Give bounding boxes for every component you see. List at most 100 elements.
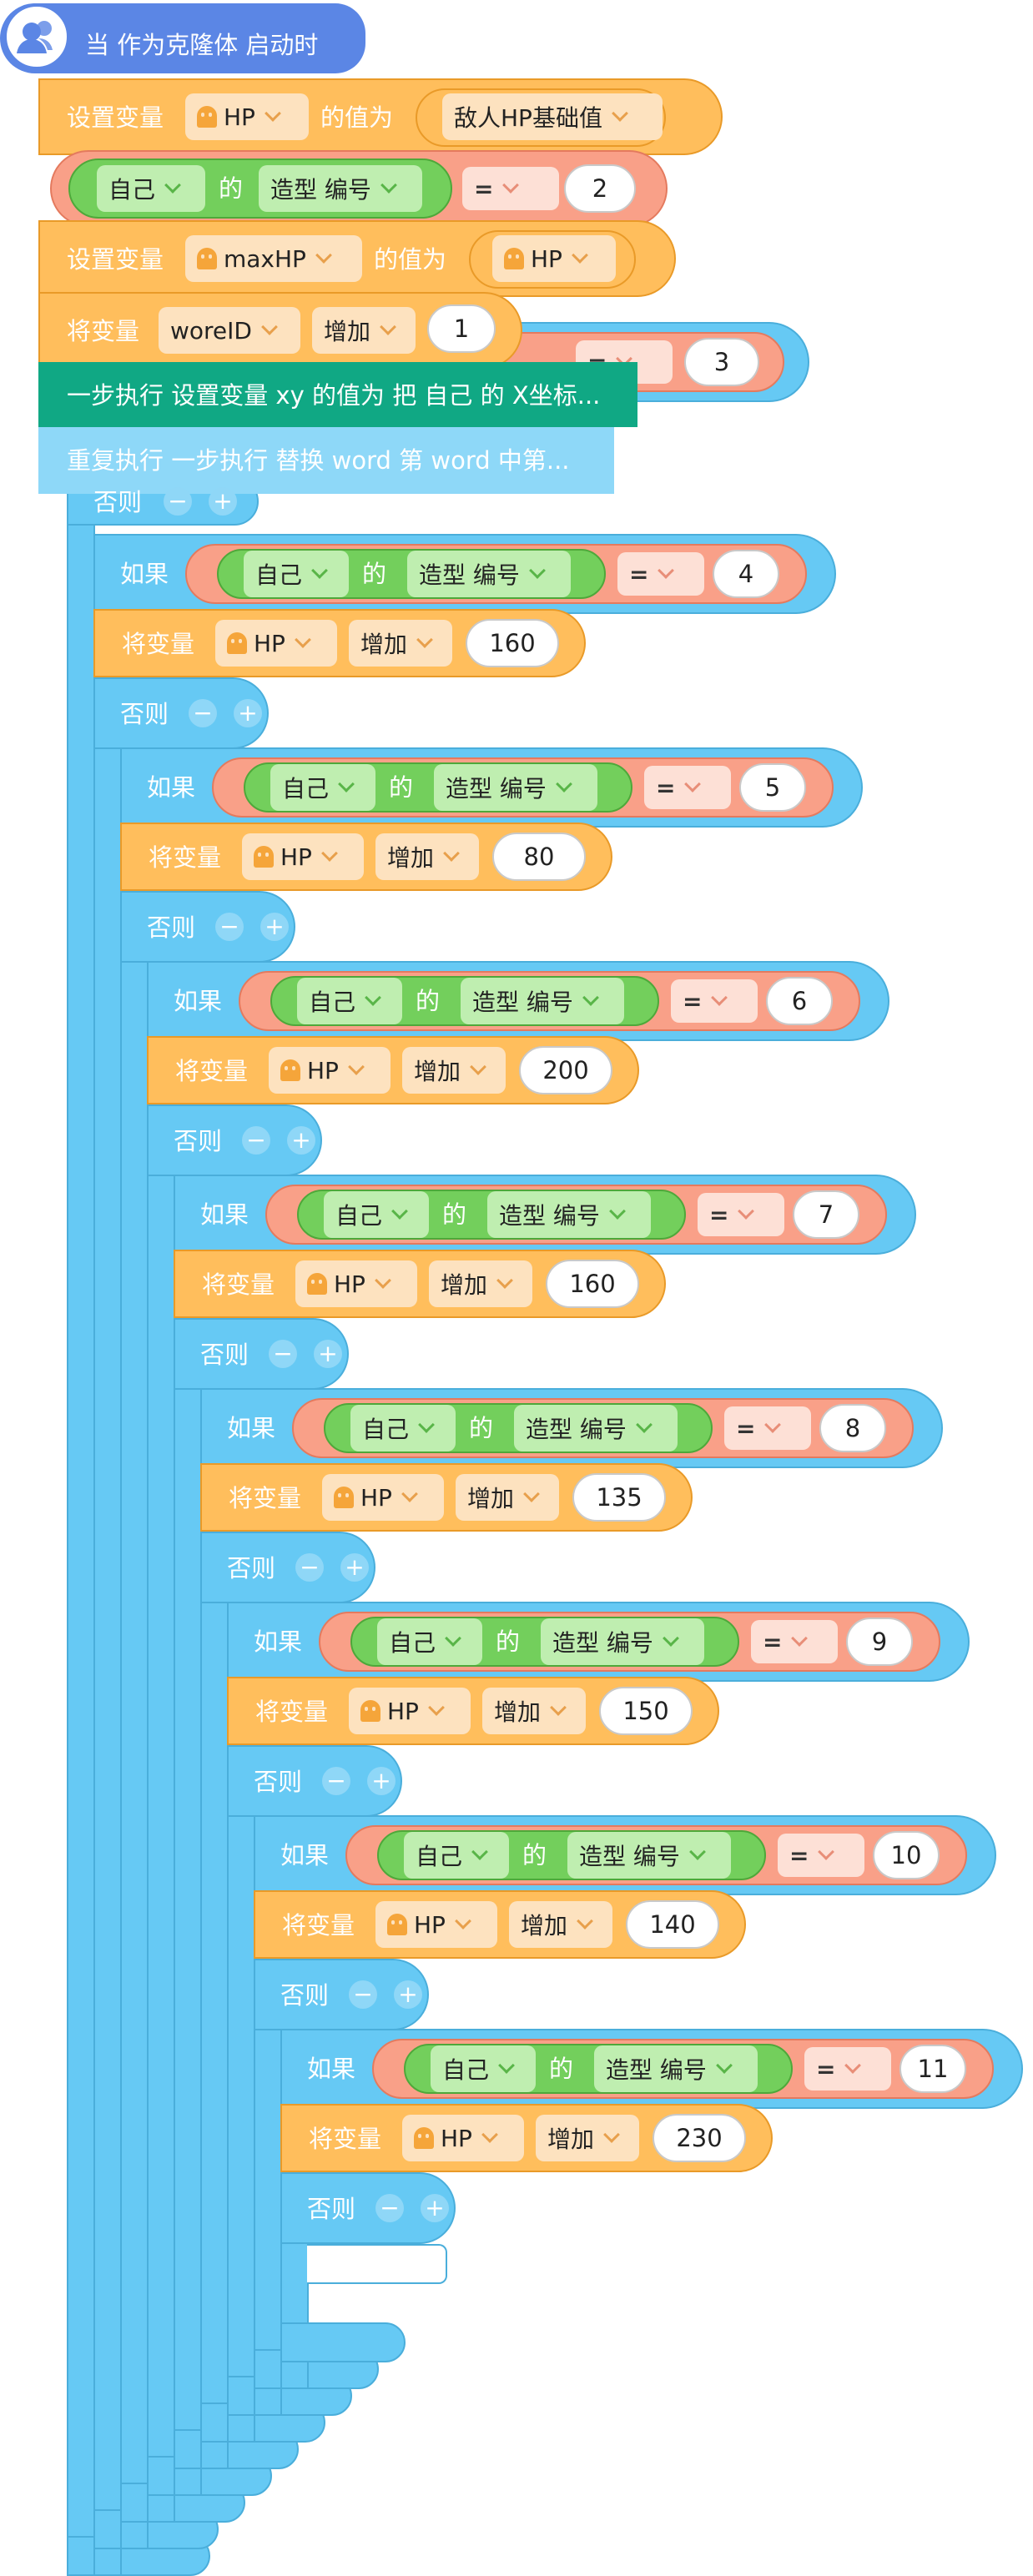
branch-5-cond-value[interactable]: 9 [846,1618,913,1666]
add-woreid-var-dropdown[interactable]: woreID [159,307,300,354]
branch-4-remove-else-button[interactable]: − [295,1553,324,1582]
compare-2-sprite-dropdown[interactable]: 自己 [97,165,205,212]
branch-1-op-dropdown[interactable]: = [644,766,731,809]
empty-else-slot[interactable] [307,2244,447,2284]
chevron-down-icon [582,989,599,1006]
branch-3-remove-else-button[interactable]: − [269,1340,297,1368]
set-hp-var-dropdown[interactable]: HP [185,93,309,140]
branch-4-op-dropdown[interactable]: = [724,1406,811,1450]
branch-4-amount[interactable]: 135 [572,1473,666,1522]
branch-6-op-dropdown-add[interactable]: 增加 [509,1901,612,1948]
branch-5-prop-dropdown[interactable]: 造型 编号 [541,1618,704,1665]
branch-1-cond-value[interactable]: 5 [739,763,806,812]
branch-0-sprite-dropdown[interactable]: 自己 [244,551,349,597]
branch-3-op-dropdown-add[interactable]: 增加 [429,1260,532,1307]
step-exec-block[interactable] [38,362,637,427]
branch-4-cond-value[interactable]: 8 [819,1404,886,1452]
branch-2-sprite-dropdown[interactable]: 自己 [297,978,402,1024]
branch-3-prop-dropdown[interactable]: 造型 编号 [487,1191,651,1238]
add-woreid-op-dropdown[interactable]: 增加 [312,307,416,354]
branch-5-op-dropdown-add[interactable]: 增加 [482,1688,586,1734]
branch-0-cond-value[interactable]: 4 [713,550,779,598]
set-maxhp-var-dropdown[interactable]: maxHP [185,235,362,282]
branch-5-amount[interactable]: 150 [599,1687,693,1735]
branch-2-remove-else-button[interactable]: − [242,1126,270,1155]
set-maxhp-var: maxHP [224,244,306,273]
branch-5-remove-else-button[interactable]: − [322,1767,350,1795]
branch-7-remove-else-button[interactable]: − [375,2194,404,2222]
branch-0-var-dropdown[interactable]: HP [215,620,337,667]
branch-7-amount[interactable]: 230 [653,2114,746,2162]
branch-5-var-dropdown[interactable]: HP [349,1688,471,1734]
add-else-button-0[interactable]: + [209,487,237,516]
branch-5-op-dropdown[interactable]: = [751,1620,838,1663]
chevron-down-icon [470,1059,486,1075]
branch-3-amount[interactable]: 160 [546,1260,639,1308]
remove-else-button-0[interactable]: − [164,487,192,516]
branch-1-sprite-dropdown[interactable]: 自己 [270,764,375,811]
branch-3-sprite-dropdown[interactable]: 自己 [324,1191,429,1238]
branch-2-prop-dropdown[interactable]: 造型 编号 [461,978,624,1024]
chevron-down-icon [261,319,278,335]
branch-1-var-dropdown[interactable]: HP [242,833,364,880]
branch-6-prop-dropdown[interactable]: 造型 编号 [567,1832,731,1879]
set-hp-value-dropdown[interactable]: 敌人HP基础值 [442,93,663,140]
branch-0-remove-else-button[interactable]: − [189,699,217,727]
branch-6-op-dropdown[interactable]: = [778,1834,864,1877]
branch-0-prop-dropdown[interactable]: 造型 编号 [407,551,571,597]
ghost-icon [334,1487,354,1508]
branch-7-prop-dropdown[interactable]: 造型 编号 [594,2045,758,2092]
branch-4-sprite-dropdown[interactable]: 自己 [350,1405,456,1452]
branch-4-op-dropdown-add[interactable]: 增加 [456,1474,559,1521]
branch-0-op-dropdown[interactable]: = [617,552,704,596]
branch-7-op-dropdown-add[interactable]: 增加 [536,2115,639,2161]
chevron-down-icon [321,845,338,862]
branch-3-var-dropdown[interactable]: HP [295,1260,417,1307]
branch-4-var-dropdown[interactable]: HP [322,1474,444,1521]
branch-6-amount[interactable]: 140 [626,1900,719,1949]
branch-4-prop-dropdown[interactable]: 造型 编号 [514,1405,678,1452]
branch-1-remove-else-button[interactable]: − [215,913,244,941]
branch-0-add-else-button[interactable]: + [234,699,262,727]
branch-6-sprite-dropdown[interactable]: 自己 [404,1832,509,1879]
branch-4-add-label: 将变量 [229,1484,302,1512]
add-woreid-value[interactable]: 1 [427,304,496,353]
set-maxhp-value-dropdown[interactable]: HP [492,235,616,282]
branch-2-amount[interactable]: 200 [519,1046,612,1094]
chevron-down-icon [689,1844,706,1860]
branch-6-add-else-button[interactable]: + [394,1980,422,2009]
branch-5-sprite-dropdown[interactable]: 自己 [377,1618,482,1665]
branch-3-cond-value[interactable]: 7 [793,1190,859,1239]
branch-6-var-dropdown[interactable]: HP [375,1901,497,1948]
branch-3-add-else-button[interactable]: + [314,1340,342,1368]
branch-6-remove-else-button[interactable]: − [349,1980,377,2009]
compare-2-value[interactable]: 2 [564,164,636,213]
branch-7-var-dropdown[interactable]: HP [402,2115,524,2161]
branch-1-op-dropdown-add[interactable]: 增加 [375,833,479,880]
branch-6-cond-value[interactable]: 10 [873,1831,940,1879]
branch-0-op-dropdown-add[interactable]: 增加 [349,620,452,667]
branch-7-footer [280,2322,406,2362]
branch-4-add-else-button[interactable]: + [340,1553,369,1582]
add-woreid-var: woreID [170,316,252,345]
branch-7-add-else-button[interactable]: + [421,2194,449,2222]
branch-2-op-dropdown-add[interactable]: 增加 [402,1047,506,1094]
branch-1-prop-dropdown[interactable]: 造型 编号 [434,764,597,811]
branch-2-op-dropdown[interactable]: = [671,979,758,1023]
compare-2-prop-dropdown[interactable]: 造型 编号 [259,165,422,212]
compare-2-op-dropdown[interactable]: = [462,167,559,210]
branch-0-amount[interactable]: 160 [466,619,559,667]
branch-1-add-else-button[interactable]: + [260,913,289,941]
branch-7-sprite-dropdown[interactable]: 自己 [431,2045,536,2092]
branch-1-amount[interactable]: 80 [492,833,586,881]
branch-5-add-else-button[interactable]: + [367,1767,396,1795]
chevron-down-icon [523,1486,540,1502]
compare-3-value[interactable]: 3 [684,338,759,386]
branch-7-cond-value[interactable]: 11 [899,2045,966,2093]
branch-2-add-else-button[interactable]: + [287,1126,315,1155]
repeat-exec-block[interactable] [38,427,614,494]
branch-2-cond-value[interactable]: 6 [766,977,833,1025]
branch-3-op-dropdown[interactable]: = [698,1193,784,1236]
branch-2-var-dropdown[interactable]: HP [269,1047,391,1094]
branch-7-op-dropdown[interactable]: = [804,2047,891,2090]
